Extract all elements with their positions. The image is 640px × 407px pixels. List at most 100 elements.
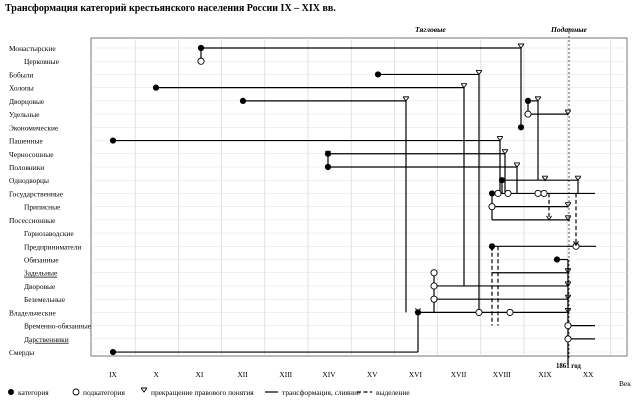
arrow-head xyxy=(573,241,579,247)
legend-cessation xyxy=(141,387,147,393)
cessation-mark xyxy=(565,307,571,314)
arrow-head xyxy=(489,246,495,252)
row-label: Государственные xyxy=(9,189,64,198)
subcategory-ring xyxy=(540,189,548,197)
group-headings: Тягловые Податные xyxy=(415,25,588,34)
century-tick-label: XII xyxy=(237,370,248,379)
cessation-mark xyxy=(565,294,571,301)
cessation-mark xyxy=(565,268,571,274)
category-dot xyxy=(488,190,496,197)
arrow-head xyxy=(325,150,331,156)
category-dot xyxy=(517,124,525,131)
century-tick-label: X xyxy=(154,370,160,379)
century-tick-label: XIII xyxy=(279,370,292,379)
subcategory-ring xyxy=(488,203,496,211)
category-markers xyxy=(109,43,581,356)
cessation-mark xyxy=(476,69,482,76)
row-label: Удельные xyxy=(9,110,40,119)
row-label: Дарственники xyxy=(24,335,69,344)
century-tick-label: IX xyxy=(109,370,117,379)
century-axis: IX X XI XII XIII XIV XV XVI XVII XVIII XIX XX Век 186… xyxy=(109,363,631,388)
group-heading-podatnye: Податные xyxy=(550,25,588,34)
legend-ring xyxy=(72,388,80,396)
cessation-glyph xyxy=(565,307,571,314)
cessation-glyph xyxy=(535,96,541,102)
cessation-glyph xyxy=(502,149,508,155)
century-tick-label: XX xyxy=(583,370,594,379)
row-label: Горнозаводские xyxy=(24,229,74,238)
row-label: Монастырские xyxy=(9,44,56,53)
legend-label-category: категория xyxy=(18,388,49,397)
category-dot xyxy=(109,137,117,144)
legend-label-cessation: прекращение правового понятия xyxy=(151,388,254,397)
row-label: Дворовые xyxy=(24,282,56,291)
cessation-mark xyxy=(502,149,508,155)
cessation-glyph xyxy=(403,96,409,102)
century-tick-label: XVIII xyxy=(493,370,512,379)
subcategory-ring xyxy=(504,189,512,197)
cessation-mark xyxy=(565,202,571,208)
cessation-glyph xyxy=(514,162,520,168)
category-dot xyxy=(524,97,532,104)
century-tick-label: XIV xyxy=(322,370,336,379)
row-label: Половники xyxy=(9,163,44,172)
legend: категория подкатегория прекращение правово… xyxy=(8,387,410,397)
category-dot xyxy=(239,97,247,104)
cessation-glyph xyxy=(565,294,571,301)
cessation-mark xyxy=(497,136,503,142)
legend-label-separation: выделение xyxy=(376,388,410,397)
row-label: Предприниматели xyxy=(24,242,81,251)
cessation-glyph xyxy=(461,83,467,89)
arrow-head xyxy=(546,215,552,221)
cessation-glyph xyxy=(518,43,524,49)
century-tick-label: XVI xyxy=(409,370,423,379)
legend-label-subcategory: подкатегория xyxy=(83,388,125,397)
subcategory-ring xyxy=(572,242,580,250)
cessation-glyph xyxy=(497,136,503,142)
subcategory-ring xyxy=(534,189,542,197)
row-label: Пашенные xyxy=(9,137,43,146)
category-dot xyxy=(374,71,382,78)
century-tick-label: XVII xyxy=(451,370,467,379)
row-label: Холопы xyxy=(9,84,34,93)
row-label: Бобыли xyxy=(9,70,33,79)
cessation-mark xyxy=(575,175,581,182)
group-heading-tyaglye: Тягловые xyxy=(415,25,446,34)
cessation-mark xyxy=(535,96,541,102)
row-label: Экономические xyxy=(9,123,59,132)
plot-frame xyxy=(90,37,628,357)
legend-label-transformation: трансформация, слияние xyxy=(282,388,361,397)
category-dot xyxy=(109,348,117,356)
century-tick-label: XI xyxy=(195,370,203,379)
row-labels: МонастырскиеЦерковныеБобылиХолопыДворцов… xyxy=(9,44,92,357)
row-label: Однодворцы xyxy=(9,176,49,185)
subcategory-ring xyxy=(475,308,483,316)
legend-dot xyxy=(8,389,14,395)
cessation-mark xyxy=(565,109,571,116)
subcategory-ring xyxy=(524,110,532,118)
category-dot xyxy=(152,84,160,91)
row-label: Обязанные xyxy=(24,256,59,265)
cessation-glyph xyxy=(565,109,571,116)
century-tick-label: XV xyxy=(367,370,378,379)
subcategory-ring xyxy=(506,308,514,316)
axis-unit-label: Век xyxy=(619,379,631,388)
category-dot xyxy=(498,177,506,184)
row-label: Приписные xyxy=(24,203,61,212)
row-label: Задельные xyxy=(24,269,58,278)
cessation-glyph xyxy=(565,202,571,208)
arrow-head xyxy=(415,308,421,314)
cessation-mark xyxy=(565,215,571,221)
cessation-glyph xyxy=(542,175,548,182)
page-title: Трансформация категорий крестьянского на… xyxy=(5,3,336,14)
row-label: Беземельные xyxy=(24,295,66,304)
subcategory-ring xyxy=(197,57,205,65)
century-tick-label: XIX xyxy=(538,370,552,379)
subcategory-ring xyxy=(430,269,438,277)
year-1861-label: 1861 год xyxy=(556,363,581,370)
cessation-mark xyxy=(461,83,467,89)
cessation-glyph xyxy=(476,69,482,76)
subcategory-ring xyxy=(564,322,572,330)
cessation-glyph xyxy=(575,175,581,182)
row-label: Смерды xyxy=(9,348,34,357)
